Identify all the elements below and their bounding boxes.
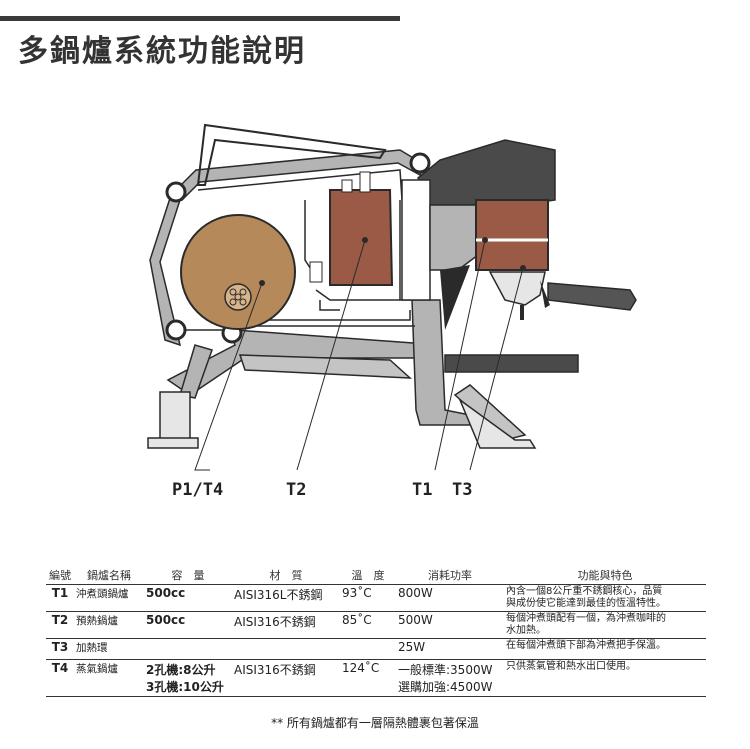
table-row: T3 加熱環 25W 在每個沖煮頭下部為沖煮把手保溫。	[46, 638, 706, 660]
feature-line: 水加熱。	[506, 625, 546, 636]
cell-power: 500W	[396, 611, 504, 639]
cell-material: AISI316不銹鋼	[232, 659, 340, 697]
preheat-boiler-t2	[309, 171, 394, 286]
portafilter	[488, 271, 637, 320]
cell-capacity: 500cc	[144, 584, 232, 612]
header-capacity: 容 量	[144, 567, 232, 585]
rollers	[165, 152, 431, 344]
cell-temp: 85˚C	[340, 611, 396, 639]
cell-capacity: 500cc	[144, 611, 232, 639]
cell-power: 一般標準:3500W 選購加強:4500W	[396, 659, 504, 697]
power-line: 一般標準:3500W	[398, 663, 493, 677]
capacity-line: 500cc	[146, 586, 186, 600]
machine-frame	[147, 190, 537, 449]
cell-features: 每個沖煮頭配有一個，為沖煮咖啡的 水加熱。	[504, 611, 706, 639]
power-line: 選購加強:4500W	[398, 680, 493, 694]
machine-cutaway-diagram	[147, 123, 637, 471]
cell-temp	[340, 638, 396, 660]
drip-tray	[444, 354, 579, 373]
feature-line: 每個沖煮頭配有一個，為沖煮咖啡的	[506, 613, 666, 624]
header-temp: 溫 度	[340, 567, 396, 585]
header-no: 編號	[46, 567, 74, 585]
cell-temp: 93˚C	[340, 584, 396, 612]
cell-capacity: 2孔機:8公升 3孔機:10公升	[144, 659, 232, 697]
table-row: T4 蒸氣鍋爐 2孔機:8公升 3孔機:10公升 AISI316不銹鋼 124˚…	[46, 659, 706, 697]
cell-material	[232, 638, 340, 660]
feature-line: 在每個沖煮頭下部為沖煮把手保溫。	[506, 640, 666, 651]
footnote: ** 所有鍋爐都有一層隔熱體裹包著保溫	[271, 716, 479, 730]
cell-features: 在每個沖煮頭下部為沖煮把手保溫。	[504, 638, 706, 660]
cell-features: 內含一個8公斤重不銹鋼核心，品質 與成份使它能達到最佳的恆溫特性。	[504, 584, 706, 612]
cell-name: 沖煮頭鍋爐	[74, 584, 144, 612]
cell-name: 加熱環	[74, 638, 144, 660]
capacity-line: 2孔機:8公升	[146, 663, 216, 677]
title-rule	[0, 16, 400, 21]
cell-power: 800W	[396, 584, 504, 612]
cell-name: 預熱鍋爐	[74, 611, 144, 639]
callout-p1t4: P1/T4	[172, 480, 224, 500]
callout-t1: T1	[412, 480, 433, 500]
page-title: 多鍋爐系統功能說明	[18, 34, 306, 69]
feature-line: 與成份使它能達到最佳的恆溫特性。	[506, 598, 666, 609]
cell-no: T2	[46, 611, 74, 639]
cell-features: 只供蒸氣管和熱水出口使用。	[504, 659, 706, 697]
capacity-line: 3孔機:10公升	[146, 680, 224, 694]
table-row: T2 預熱鍋爐 500cc AISI316不銹鋼 85˚C 500W 每個沖煮頭…	[46, 611, 706, 639]
cell-no: T3	[46, 638, 74, 660]
capacity-line: 500cc	[146, 613, 186, 627]
callout-t2: T2	[286, 480, 307, 500]
cell-temp: 124˚C	[340, 659, 396, 697]
header-features: 功能與特色	[504, 567, 706, 585]
leader-lines	[194, 239, 524, 471]
table-row: T1 沖煮頭鍋爐 500cc AISI316L不銹鋼 93˚C 800W 內含一…	[46, 584, 706, 612]
feature-line: 只供蒸氣管和熱水出口使用。	[506, 661, 636, 672]
table-header-row: 編號 鍋爐名稱 容 量 材 質 溫 度 消耗功率 功能與特色	[46, 567, 706, 585]
power-line: 500W	[398, 613, 433, 627]
header-power: 消耗功率	[396, 567, 504, 585]
power-line: 25W	[398, 640, 426, 654]
cell-no: T1	[46, 584, 74, 612]
top-frame-arm	[175, 123, 426, 202]
cell-capacity	[144, 638, 232, 660]
header-name: 鍋爐名稱	[74, 567, 144, 585]
cell-name: 蒸氣鍋爐	[74, 659, 144, 697]
cell-no: T4	[46, 659, 74, 697]
header-material: 材 質	[232, 567, 340, 585]
cell-material: AISI316不銹鋼	[232, 611, 340, 639]
cell-material: AISI316L不銹鋼	[232, 584, 340, 612]
steam-boiler-t4	[180, 214, 296, 330]
feature-line: 內含一個8公斤重不銹鋼核心，品質	[506, 586, 663, 597]
boiler-spec-table: 編號 鍋爐名稱 容 量 材 質 溫 度 消耗功率 功能與特色 T1 沖煮頭鍋爐 …	[46, 567, 706, 697]
power-line: 800W	[398, 586, 433, 600]
group-head	[401, 139, 556, 330]
cell-power: 25W	[396, 638, 504, 660]
callout-t3: T3	[452, 480, 473, 500]
